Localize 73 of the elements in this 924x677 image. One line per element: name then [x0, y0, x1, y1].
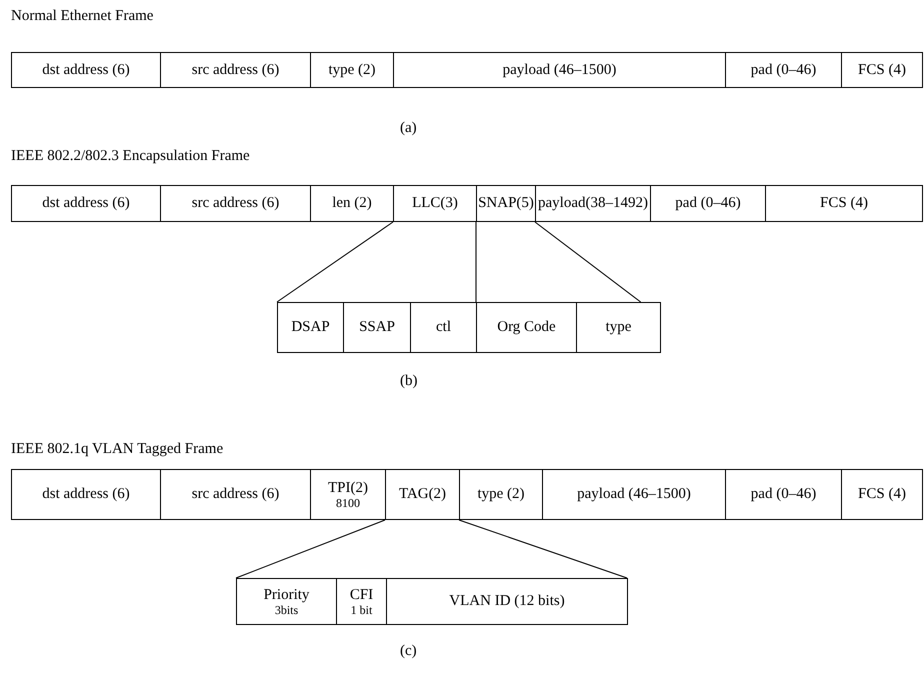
field-label: FCS (4) — [858, 62, 906, 78]
frame-field — [11, 469, 161, 520]
field-label: ctl — [436, 320, 451, 335]
field-label: src address (6) — [192, 487, 280, 502]
frame-field — [11, 185, 161, 222]
frame-field — [160, 52, 311, 88]
field-label: pad (0–46) — [750, 62, 816, 78]
frame-field — [11, 52, 161, 88]
field-label: SSAP — [359, 320, 395, 335]
field-label: CFI — [350, 588, 374, 602]
field-label: src address (6) — [192, 62, 280, 78]
frame-field — [386, 578, 628, 625]
frame-field — [476, 185, 536, 222]
subfigure-label: (b) — [400, 373, 418, 390]
field-label: type — [606, 320, 632, 335]
subfigure-label: (a) — [400, 120, 417, 137]
frame-field — [310, 185, 394, 222]
field-note: 1 bit — [350, 604, 372, 616]
frame-field — [476, 302, 577, 353]
field-label: Org Code — [497, 320, 556, 335]
field-label: dst address (6) — [42, 487, 130, 502]
expansion-line — [534, 222, 642, 302]
frame-field — [576, 302, 661, 353]
frame-field — [725, 52, 842, 88]
frame-field — [393, 52, 726, 88]
frame-field — [725, 469, 842, 520]
field-label: payload (46–1500) — [577, 487, 691, 502]
field-label: type (2) — [477, 487, 525, 502]
frame-field — [160, 469, 311, 520]
expansion-line — [236, 520, 386, 578]
field-note: 3bits — [274, 604, 298, 616]
field-label: payload (46–1500) — [502, 62, 616, 78]
field-label: TPI(2) — [328, 480, 368, 496]
field-label: dst address (6) — [42, 62, 130, 78]
frame-heading: Normal Ethernet Frame — [11, 8, 154, 25]
field-label: type (2) — [328, 62, 376, 78]
expansion-line — [458, 520, 628, 578]
frame-field — [393, 185, 477, 222]
frame-field — [385, 469, 460, 520]
frame-field — [277, 302, 344, 353]
frame-field — [535, 185, 651, 222]
frame-field — [343, 302, 411, 353]
field-note: 8100 — [336, 496, 360, 508]
field-label: FCS (4) — [820, 196, 868, 211]
field-label: pad (0–46) — [750, 487, 816, 502]
frame-field — [310, 469, 386, 520]
frame-field — [410, 302, 477, 353]
field-label: FCS (4) — [858, 487, 906, 502]
field-label: dst address (6) — [42, 196, 130, 211]
field-label: SNAP(5) — [478, 196, 534, 211]
frame-field — [160, 185, 311, 222]
field-label: TAG(2) — [398, 487, 446, 502]
frame-field — [236, 578, 337, 625]
field-label: src address (6) — [192, 196, 280, 211]
frame-field — [542, 469, 726, 520]
expansion-line — [276, 222, 394, 302]
frame-field — [650, 185, 766, 222]
frame-field — [841, 52, 923, 88]
subfigure-label: (c) — [400, 643, 417, 660]
field-label: DSAP — [291, 320, 330, 335]
frame-field — [459, 469, 543, 520]
field-label: LLC(3) — [412, 196, 458, 211]
frame-heading: IEEE 802.1q VLAN Tagged Frame — [11, 441, 224, 458]
field-label: payload(38–1492) — [538, 196, 648, 211]
frame-field — [336, 578, 387, 625]
field-label: pad (0–46) — [675, 196, 741, 211]
frame-field — [310, 52, 394, 88]
frame-field — [765, 185, 923, 222]
field-label: Priority — [264, 588, 310, 602]
field-label: VLAN ID (12 bits) — [449, 594, 565, 609]
frame-heading: IEEE 802.2/802.3 Encapsulation Frame — [11, 148, 250, 165]
frame-field — [841, 469, 923, 520]
field-label: len (2) — [332, 196, 372, 211]
